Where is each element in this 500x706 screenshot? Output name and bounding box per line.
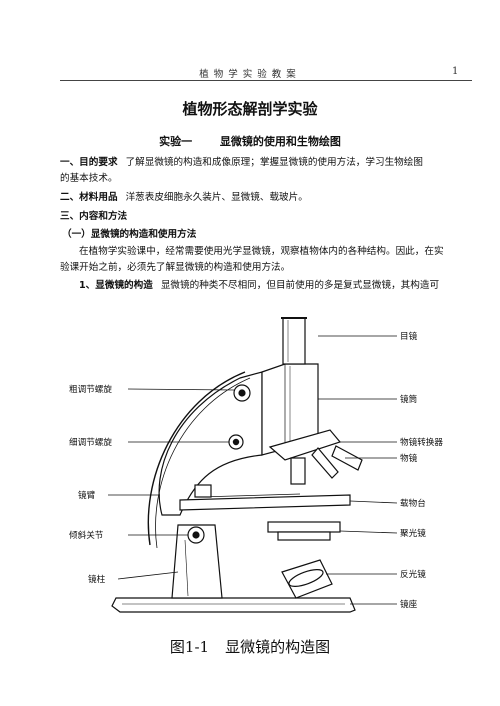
experiment-title: 实验一 显微镜的使用和生物绘图 xyxy=(0,133,500,149)
purpose-paragraph: 一、目的要求了解显微镜的构造和成像原理；掌握显微镜的使用方法，学习生物绘图 xyxy=(60,155,480,170)
header-rule xyxy=(60,80,472,81)
materials-paragraph: 二、材料用品洋葱表皮细胞永久装片、显微镜、载玻片。 xyxy=(60,190,480,205)
pillar-shape xyxy=(171,524,223,599)
content-heading: 三、内容和方法 xyxy=(60,211,128,222)
label-base: 镜座 xyxy=(400,598,418,610)
item1-heading: 1、显微镜的构造 xyxy=(79,280,153,291)
item1-paragraph: 1、显微镜的构造显微镜的种类不尽相同，但目前使用的多是复式显微镜，其构造可 xyxy=(79,278,479,293)
intro-line1: 在植物学实验课中，经常需要使用光学显微镜，观察植物体内的各种结构。因此，在实 xyxy=(79,246,444,257)
intro-line2: 验课开始之前，必须先了解显微镜的构造和使用方法。 xyxy=(60,262,291,273)
microscope-diagram: 目镜 镜筒 物镜转换器 物镜 载物台 聚光镜 反光镜 镜座 粗调节螺旋 细调节螺… xyxy=(69,317,443,613)
materials-heading: 二、材料用品 xyxy=(60,192,118,203)
label-arm: 镜臂 xyxy=(78,489,96,501)
experiment-number: 实验一 xyxy=(159,135,193,148)
figure-caption: 图1-1 显微镜的构造图 xyxy=(0,636,500,657)
purpose-text-line2: 的基本技术。 xyxy=(60,173,118,184)
subsection1-heading: （一）显微镜的构造和使用方法 xyxy=(62,229,197,240)
label-pillar: 镜柱 xyxy=(88,573,106,585)
label-coarse-knob: 粗调节螺旋 xyxy=(69,383,112,395)
experiment-name: 显微镜的使用和生物绘图 xyxy=(219,135,341,148)
base-shape xyxy=(111,597,356,613)
document-title: 植物形态解剖学实验 xyxy=(182,100,318,118)
label-objective: 物镜 xyxy=(400,452,418,464)
label-eyepiece: 目镜 xyxy=(400,330,418,342)
condenser-shape xyxy=(267,521,341,533)
label-stage: 载物台 xyxy=(400,497,426,509)
purpose-heading: 一、目的要求 xyxy=(60,157,118,168)
label-tube: 镜筒 xyxy=(400,393,418,405)
label-fine-knob: 细调节螺旋 xyxy=(69,436,112,448)
materials-text: 洋葱表皮细胞永久装片、显微镜、载玻片。 xyxy=(125,192,308,203)
eyepiece-shape xyxy=(282,317,306,365)
label-condenser: 聚光镜 xyxy=(400,527,426,539)
stage-shape xyxy=(179,494,351,511)
objective-shape xyxy=(290,457,306,485)
item1-text: 显微镜的种类不尽相同，但目前使用的多是复式显微镜，其构造可 xyxy=(160,280,440,291)
label-incline-joint: 倾斜关节 xyxy=(69,529,104,541)
label-nosepiece: 物镜转换器 xyxy=(400,436,443,448)
figure-caption-text: 显微镜的构造图 xyxy=(225,638,331,656)
figure-caption-number: 图1-1 xyxy=(169,638,210,656)
running-header-title: 植物学实验教案 xyxy=(199,69,301,80)
purpose-text-line1: 了解显微镜的构造和成像原理；掌握显微镜的使用方法，学习生物绘图 xyxy=(125,157,423,168)
page-number: 1 xyxy=(452,66,459,77)
label-mirror: 反光镜 xyxy=(400,568,426,580)
